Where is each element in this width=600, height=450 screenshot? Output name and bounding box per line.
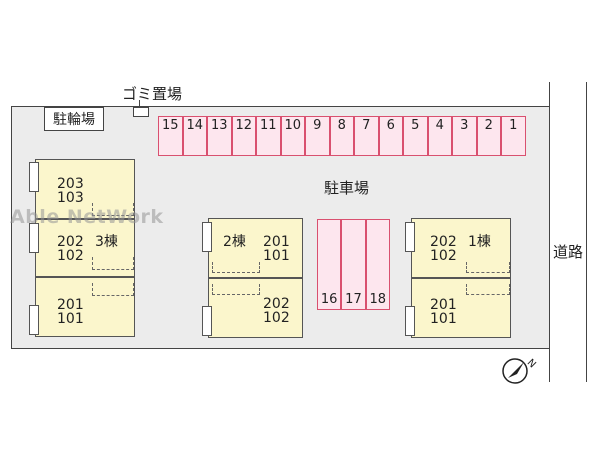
stall-number: 17 (345, 292, 362, 307)
entrance-step (29, 162, 39, 192)
parking-stall: 3 (452, 116, 477, 156)
unit-number: 202 (430, 234, 457, 250)
stair-outline (212, 262, 260, 273)
parking-stall: 10 (280, 116, 305, 156)
road-far-line (586, 82, 587, 382)
stall-number: 16 (320, 292, 338, 307)
stall-number: 18 (369, 292, 387, 307)
entrance-step (202, 306, 212, 336)
unit-number: 102 (430, 248, 457, 264)
parking-stall: 5 (403, 116, 428, 156)
parking-stall: 9 (305, 116, 330, 156)
entrance-step (29, 223, 39, 253)
garbage-area-label: ゴミ置場 (122, 85, 183, 103)
unit-block (411, 218, 511, 278)
bicycle-parking-label: 駐輪場 (44, 107, 104, 131)
parking-stall: 1 (501, 116, 526, 156)
north-arrow-icon: N (502, 357, 538, 384)
parking-stall: 2 (476, 116, 501, 156)
parking-stall: 16 (317, 219, 342, 310)
unit-number: 203 (57, 176, 84, 192)
building-name: 1棟 (468, 234, 491, 250)
entrance-step (29, 305, 39, 335)
unit-number: 201 (430, 297, 457, 313)
parking-stall: 11 (256, 116, 281, 156)
stair-outline (92, 203, 134, 216)
unit-block (35, 219, 135, 277)
garbage-area-box (133, 107, 149, 117)
unit-number: 202 (263, 296, 290, 312)
parking-stall: 8 (329, 116, 354, 156)
unit-number: 101 (57, 311, 84, 327)
unit-number: 101 (263, 248, 290, 264)
parking-stall: 6 (378, 116, 403, 156)
unit-block (35, 277, 135, 337)
entrance-step (405, 306, 415, 336)
road-edge-line (549, 82, 550, 382)
parking-stall: 17 (341, 219, 366, 310)
stair-outline (92, 257, 134, 270)
unit-number: 201 (57, 297, 84, 313)
parking-stall: 14 (182, 116, 207, 156)
unit-number: 102 (263, 310, 290, 326)
stair-outline (466, 262, 510, 273)
unit-number: 201 (263, 234, 290, 250)
entrance-step (202, 222, 212, 252)
parking-stall: 7 (354, 116, 379, 156)
stair-outline (92, 283, 134, 296)
road-label: 道路 (553, 243, 584, 261)
building-name: 2棟 (223, 234, 246, 250)
unit-number: 202 (57, 234, 84, 250)
stair-outline (466, 284, 510, 295)
parking-stall: 12 (231, 116, 256, 156)
unit-number: 101 (430, 311, 457, 327)
unit-number: 102 (57, 248, 84, 264)
parking-stall: 18 (365, 219, 390, 310)
watermark: Able NetWork (10, 206, 164, 228)
parking-stall: 13 (207, 116, 232, 156)
building-name: 3棟 (95, 234, 118, 250)
garbage-leader-line (139, 100, 140, 107)
parking-stall: 4 (427, 116, 452, 156)
parking-stall: 15 (158, 116, 183, 156)
unit-block (35, 159, 135, 219)
unit-number: 103 (57, 190, 84, 206)
stair-outline (212, 284, 260, 295)
parking-label: 駐車場 (324, 179, 370, 197)
entrance-step (405, 222, 415, 252)
